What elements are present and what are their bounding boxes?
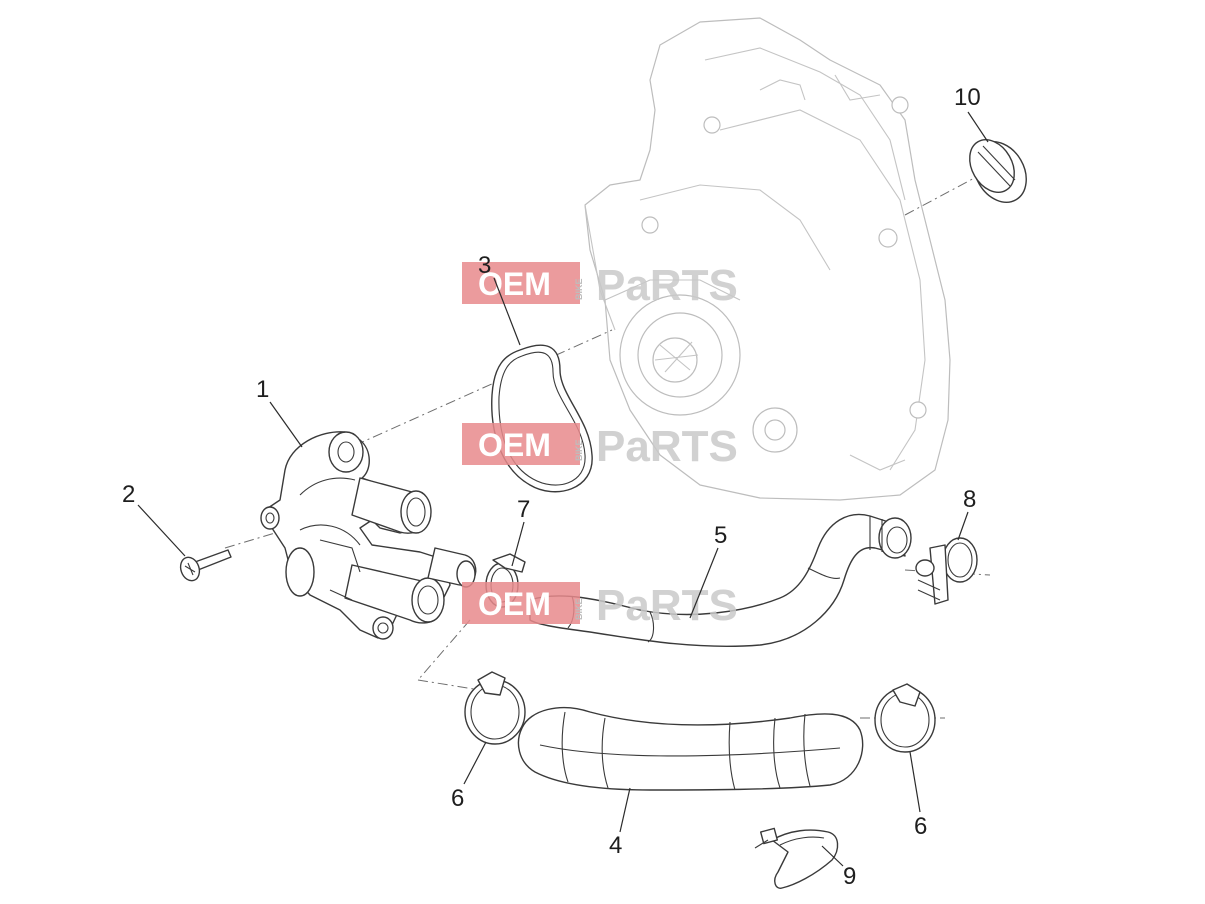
watermark-parts-text: PaRTS: [596, 581, 738, 630]
watermark-bike-text: BIKE: [574, 598, 584, 620]
watermark-oem-text: OEM: [478, 586, 551, 622]
part-5-hose: [529, 513, 912, 648]
callout-7: 7: [517, 496, 530, 523]
callout-1: 1: [256, 376, 269, 403]
part-1-pump-cover: [260, 431, 477, 640]
callout-4: 4: [609, 832, 622, 859]
callout-3: 3: [478, 252, 491, 279]
watermark-oem-text: OEM: [478, 427, 551, 463]
part-9-cable-tie: [754, 827, 839, 889]
callouts: 1 2 3 4 5 6 6 7 8 9 10: [122, 84, 981, 890]
part-4-hose: [517, 706, 864, 791]
callout-8: 8: [963, 486, 976, 513]
callout-6-right: 6: [914, 813, 927, 840]
part-8-screw-clamp: [915, 537, 978, 605]
part-6-clamp-right: [874, 683, 936, 753]
part-2-screw: [179, 549, 232, 582]
watermark-bottom: OEM BIKE PaRTS: [462, 581, 738, 630]
watermark-oem-text: OEM: [478, 266, 551, 302]
callout-9: 9: [843, 863, 856, 890]
watermark-bike-text: BIKE: [574, 439, 584, 461]
callout-5: 5: [714, 522, 727, 549]
part-6-clamp-left: [464, 671, 526, 745]
callout-10: 10: [954, 84, 981, 111]
leader-lines: [137, 111, 989, 867]
part-3-gasket: [491, 344, 593, 493]
watermark-parts-text: PaRTS: [596, 422, 738, 471]
watermark-top: OEM BIKE PaRTS: [462, 261, 738, 310]
engine-cover-housing: [584, 17, 951, 501]
watermark-bike-text: BIKE: [574, 278, 584, 300]
watermark-parts-text: PaRTS: [596, 261, 738, 310]
callout-6-left: 6: [451, 785, 464, 812]
watermark-middle: OEM BIKE PaRTS: [462, 422, 738, 471]
part-10-filler-cap: [969, 139, 1027, 203]
callout-2: 2: [122, 481, 135, 508]
